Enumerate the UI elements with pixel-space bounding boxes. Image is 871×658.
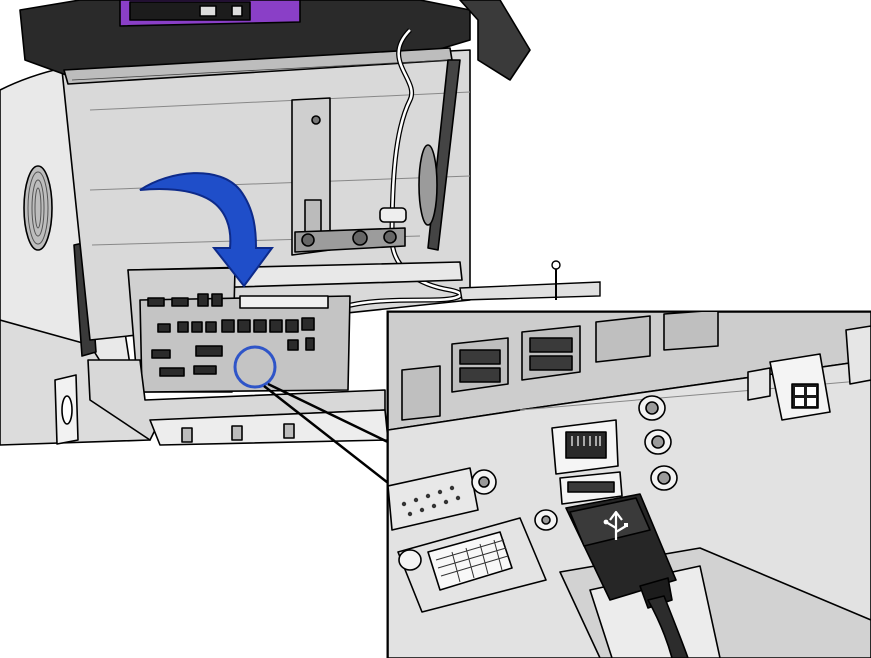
pc-io-panel [139, 295, 351, 393]
drive-bay [239, 295, 329, 309]
audio-jacks [638, 395, 678, 491]
db15-serial-port [388, 467, 497, 531]
kiosk-body [0, 0, 531, 446]
rail-pin [551, 260, 561, 270]
pc-port-row-1 [147, 293, 223, 307]
floor-clips [181, 423, 295, 443]
power-connector [747, 325, 871, 421]
usb-plug [565, 493, 689, 658]
callout-leader-lines [263, 382, 393, 487]
rj45-port [551, 419, 619, 475]
cable-tie [379, 207, 407, 223]
display-connector-panel [129, 1, 251, 21]
detail-inset [386, 310, 871, 658]
callout-highlight-circle [233, 345, 277, 389]
crossbar [294, 227, 406, 253]
upper-port-stack [401, 312, 719, 421]
pc-port-row-3 [151, 337, 315, 377]
extension-rail [459, 260, 601, 301]
bracket-slot [304, 199, 322, 235]
insertion-arrow-indicator [139, 172, 274, 288]
dvi-port [397, 509, 558, 613]
pc-port-row-2 [157, 317, 315, 333]
right-hinge-arm [459, 0, 531, 81]
usb-logo-icon [605, 510, 627, 540]
right-speaker-grill [418, 144, 438, 226]
left-speaker-grill [23, 165, 53, 251]
